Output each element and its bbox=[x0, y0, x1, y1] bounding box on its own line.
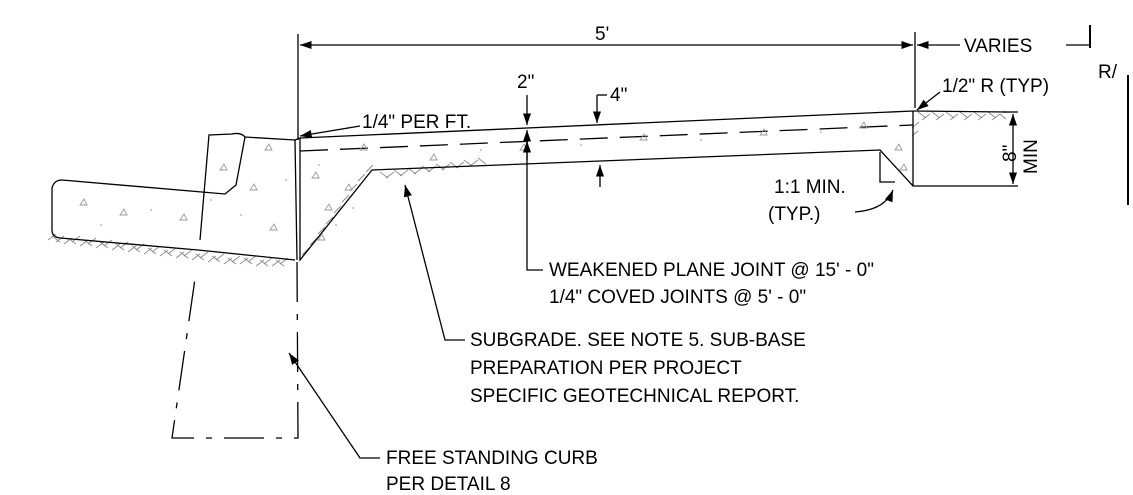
dimension-5ft bbox=[297, 25, 1091, 140]
subgrade-label-2: PREPARATION PER PROJECT bbox=[470, 358, 742, 379]
subgrade-label-1: SUBGRADE. SEE NOTE 5. SUB-BASE bbox=[470, 330, 806, 351]
dimension-5ft-label: 5' bbox=[595, 24, 609, 45]
free-standing-curb-outline bbox=[171, 261, 299, 439]
slope-arrow bbox=[299, 125, 361, 139]
sidewalk-slab bbox=[294, 110, 1008, 262]
slope-label: 1/4" PER FT. bbox=[362, 112, 471, 133]
curb-section bbox=[51, 132, 298, 261]
dimension-8in-label: 8" bbox=[1000, 145, 1021, 162]
side-slope-label-1: 1:1 MIN. bbox=[774, 177, 846, 198]
side-slope-label-2: (TYP.) bbox=[768, 204, 820, 225]
dimension-min-label: MIN bbox=[1021, 139, 1042, 174]
joint-label-2: 1/4" COVED JOINTS @ 5' - 0" bbox=[549, 287, 806, 308]
subgrade-label-3: SPECIFIC GEOTECHNICAL REPORT. bbox=[470, 386, 799, 407]
row-partial-label: R/ bbox=[1098, 62, 1118, 83]
dimension-2in-label: 2" bbox=[517, 72, 534, 93]
side-slope-leader bbox=[854, 152, 895, 213]
subgrade-leader bbox=[403, 184, 465, 341]
curb-label-1: FREE STANDING CURB bbox=[386, 448, 598, 469]
dimension-4in-label: 4" bbox=[610, 85, 627, 106]
dimension-8in bbox=[1003, 111, 1018, 187]
radius-label: 1/2" R (TYP) bbox=[942, 76, 1049, 97]
joint-label-1: WEAKENED PLANE JOINT @ 15' - 0" bbox=[549, 260, 874, 281]
joint-leader bbox=[522, 130, 543, 271]
curb-leader bbox=[288, 352, 380, 459]
radius-leader bbox=[916, 91, 941, 111]
dimension-varies-label: VARIES bbox=[964, 36, 1032, 57]
dimension-2in-4in bbox=[522, 94, 607, 187]
curb-label-2: PER DETAIL 8 bbox=[386, 474, 511, 495]
